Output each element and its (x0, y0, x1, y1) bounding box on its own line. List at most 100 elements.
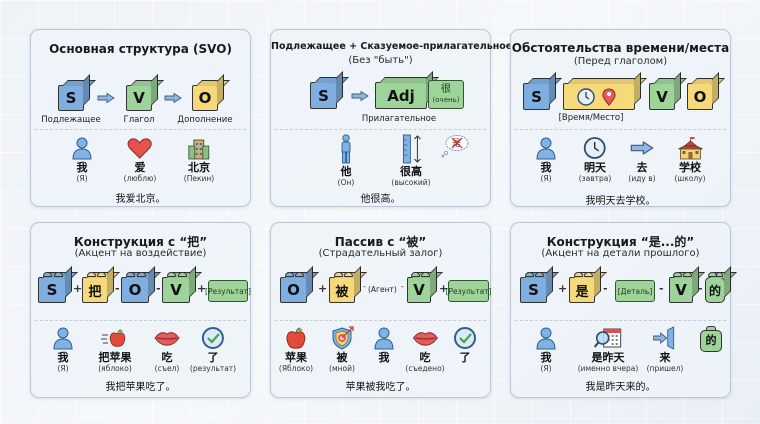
example-word: 我 (Я) (49, 326, 77, 373)
dash-operator: - (603, 282, 608, 295)
card-title: Обстоятельства времени/места (511, 41, 730, 55)
card-time-place-adverbials: Обстоятельства времени/места (Перед глаг… (510, 29, 731, 207)
word-zh: 的 (705, 334, 717, 347)
block-text: S (46, 281, 58, 299)
word-ru: (Пекин) (183, 174, 215, 183)
word-zh: 去 (636, 161, 648, 174)
divider (35, 129, 246, 130)
word-zh: 明天 (584, 161, 606, 174)
word-zh: 我 (540, 161, 552, 174)
arrow-into-door-icon (653, 326, 675, 350)
no-shi-thought-bubble: 是 (441, 134, 469, 158)
block-hen: 很 (очень) (428, 80, 464, 109)
card-title: Конструкция с “把” (73, 235, 208, 249)
example-word: 是昨天 (именно вчера) (578, 326, 638, 373)
block-text: 被 (335, 284, 349, 300)
de-jar-icon (700, 326, 722, 352)
card-title: Пассив с “被” (334, 235, 427, 249)
card-svo: Основная структура (SVO) S V O Подлежаще… (30, 29, 251, 207)
block-text: 的 (708, 283, 721, 298)
word-zh: 吃 (419, 351, 431, 364)
word-zh: 很高 (400, 165, 422, 178)
height-ruler-icon (402, 134, 421, 164)
block-subject: S (58, 85, 84, 111)
block-subject: S (38, 272, 66, 303)
card-adjective-predicate: Подлежащее + Сказуемое-прилагательное (Б… (270, 29, 513, 207)
word-ru: (завтра) (578, 174, 612, 183)
divider (35, 320, 246, 321)
block-verb: V (669, 272, 693, 303)
example-word: 吃 (съедено) (405, 326, 445, 373)
block-verb: V (649, 83, 675, 110)
arrow-right-icon (97, 93, 115, 103)
example-word: 我 (Я) (532, 326, 560, 373)
label-adjective: Прилагательное (361, 114, 437, 124)
card-title: Конструкция “是...的” (546, 235, 695, 249)
example-sentence: 他很高。 (360, 194, 401, 205)
block-result: [Результат] (205, 280, 251, 302)
word-ru: (пришел) (646, 364, 684, 373)
example-word: 北京 (Пекин) (184, 136, 214, 183)
card-subtitle: (Акцент на детали прошлого) (541, 248, 700, 259)
word-ru: (съедено) (405, 364, 445, 373)
word-zh: 学校 (678, 161, 701, 174)
word-zh: 了 (459, 351, 471, 364)
block-object: O (687, 83, 713, 110)
shield-target-icon (332, 326, 354, 350)
divider (275, 129, 486, 130)
divider (515, 129, 726, 130)
block-text: S (528, 281, 539, 299)
example-word: 我 (Я) (68, 136, 96, 183)
example-word: 我 (Я) (532, 136, 560, 183)
block-text: 是 (575, 284, 589, 300)
magnifier-calendar-icon (594, 328, 622, 348)
block-result: [Результат] (446, 280, 491, 302)
block-text: V (413, 281, 425, 299)
crossed-shi: 是 (452, 139, 462, 149)
example-word: 吃 (съел) (153, 326, 181, 373)
word-ru: (школу) (674, 174, 706, 183)
block-de: 的 (705, 272, 725, 303)
block-text: 把 (88, 284, 102, 300)
plus-operator: + (73, 282, 83, 295)
person-icon (532, 136, 560, 160)
example-word: 学校 (школу) (674, 136, 706, 183)
lips-icon (411, 326, 439, 350)
example-word: 我 (370, 326, 398, 364)
word-ru: (Яблоко) (278, 364, 314, 373)
check-circle-icon (199, 326, 227, 350)
card-subtitle: (Перед глаголом) (573, 56, 668, 67)
block-verb: V (162, 272, 190, 303)
block-shi: 是 (569, 272, 595, 303)
example-sentence: 我爱北京。 (115, 194, 166, 205)
label-verb: Глагол (123, 115, 155, 125)
agent-label: (Агент) (368, 285, 397, 294)
divider (275, 320, 486, 321)
block-text: V (170, 281, 182, 299)
block-verb: V (126, 85, 152, 111)
card-subtitle: (Без "быть") (348, 55, 413, 66)
block-subject: S (310, 82, 337, 109)
example-word: 了 (результат) (190, 326, 236, 373)
plus-operator: + (439, 282, 449, 295)
word-ru: (съел) (154, 364, 180, 373)
block-bei: 被 (329, 272, 355, 303)
example-word: 被 (мной) (328, 326, 356, 373)
card-title: Подлежащее + Сказуемое-прилагательное (271, 41, 513, 52)
example-sentence: 我明天去学校。 (585, 196, 656, 207)
hen-char: 很 (441, 83, 451, 95)
card-title: Основная структура (SVO) (49, 42, 232, 56)
dash-operator: - (698, 282, 703, 295)
word-zh: 北京 (187, 161, 210, 174)
example-sentence: 苹果被我吃了。 (345, 382, 416, 393)
word-zh: 苹果 (284, 351, 307, 364)
example-word: 苹果 (Яблоко) (279, 326, 313, 373)
block-text: O (287, 281, 300, 299)
block-verb: V (407, 272, 431, 303)
dash-operator: - (401, 282, 404, 291)
word-ru: (высокий) (391, 178, 431, 187)
example-sentence: 我把苹果吃了。 (105, 382, 176, 393)
card-bei-passive: Пассив с “被” (Страдательный залог) O + 被… (270, 222, 491, 398)
example-word: 他 (Он) (332, 134, 360, 187)
word-zh: 他 (340, 165, 352, 178)
